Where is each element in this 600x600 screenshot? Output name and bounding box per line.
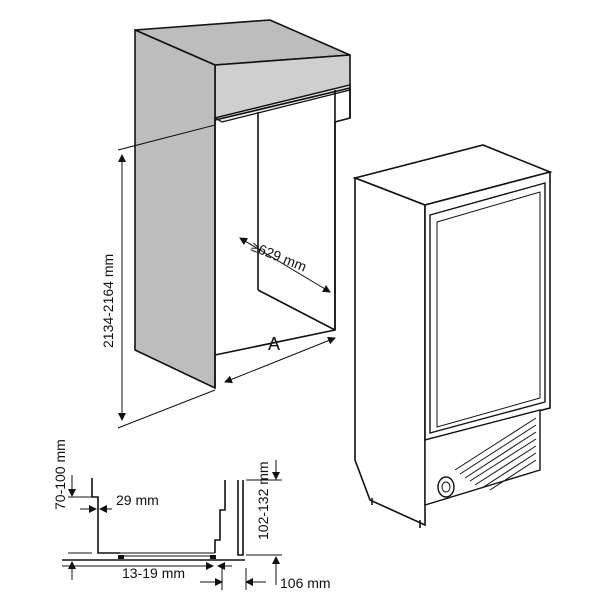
width-dimension [224,336,336,384]
gap-106-label: 106 mm [280,575,331,591]
height-range-label: 2134-2164 mm [100,254,116,348]
cabinet-niche [134,19,351,390]
height-dimension [117,124,216,429]
width-a-label: A [268,334,280,354]
gap-13-19-label: 13-19 mm [122,565,185,581]
floor-plinth-label: 70-100 mm [52,439,68,510]
depth-dimension [239,237,331,293]
gap-29-label: 29 mm [116,492,159,508]
floor-detail [62,460,282,590]
appliance [352,144,553,528]
vent-102-132-label: 102-132 mm [255,461,271,540]
